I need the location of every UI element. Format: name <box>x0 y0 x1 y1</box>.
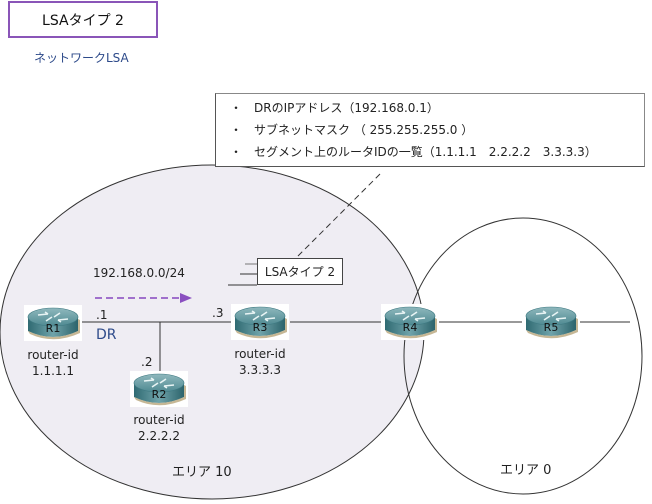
router-id-value: 1.1.1.1 <box>32 364 74 378</box>
interface-label-r3: .3 <box>212 306 224 320</box>
router-r5[interactable]: R5 <box>522 304 580 340</box>
lsa-contents-box: ・ DRのIPアドレス（192.168.0.1） ・ サブネットマスク （ 25… <box>215 93 645 167</box>
bullet-icon: ・ <box>229 123 242 137</box>
router-name: R4 <box>402 321 418 334</box>
bullet-icon: ・ <box>229 101 242 115</box>
page-subtitle: ネットワークLSA <box>34 51 129 65</box>
router-name: R3 <box>252 321 268 334</box>
lsa-content-item: ・ DRのIPアドレス（192.168.0.1） <box>216 100 644 122</box>
lsa-packet-label: LSAタイプ 2 <box>257 258 343 285</box>
interface-label-r1: .1 <box>96 308 108 322</box>
lsa-content-text: サブネットマスク （ 255.255.255.0 ） <box>254 123 474 137</box>
lsa-content-text: セグメント上のルータIDの一覧（1.1.1.1 2.2.2.2 3.3.3.3） <box>254 145 597 159</box>
flood-arrow-head <box>180 293 192 303</box>
bullet-icon: ・ <box>229 145 242 159</box>
router-name: R2 <box>151 388 167 401</box>
lsa-content-text: DRのIPアドレス（192.168.0.1） <box>254 101 439 115</box>
router-r2[interactable]: R2 <box>130 371 188 407</box>
router-id-r3: router-id 3.3.3.3 <box>227 346 293 378</box>
router-id-r1: router-id 1.1.1.1 <box>20 347 86 379</box>
router-name: R1 <box>45 322 61 335</box>
page-title: LSAタイプ 2 <box>8 1 158 38</box>
router-id-label: router-id <box>133 413 185 427</box>
segment-label: 192.168.0.0/24 <box>93 266 185 280</box>
router-id-value: 3.3.3.3 <box>239 363 281 377</box>
router-id-value: 2.2.2.2 <box>138 429 180 443</box>
router-r3[interactable]: R3 <box>231 304 289 340</box>
dr-label: DR <box>96 327 117 343</box>
router-r1[interactable]: R1 <box>24 305 82 341</box>
lsa-content-item: ・ サブネットマスク （ 255.255.255.0 ） <box>216 122 644 144</box>
area-10-label: エリア 10 <box>172 465 232 480</box>
router-id-r2: router-id 2.2.2.2 <box>126 412 192 444</box>
router-id-label: router-id <box>234 347 286 361</box>
area-0-boundary <box>403 217 643 495</box>
router-r4[interactable]: R4 <box>381 304 439 340</box>
interface-label-r2: .2 <box>141 355 153 369</box>
router-name: R5 <box>543 321 559 334</box>
router-id-label: router-id <box>27 348 79 362</box>
lsa-content-item: ・ セグメント上のルータIDの一覧（1.1.1.1 2.2.2.2 3.3.3.… <box>216 144 644 166</box>
area-0-label: エリア 0 <box>500 463 552 478</box>
